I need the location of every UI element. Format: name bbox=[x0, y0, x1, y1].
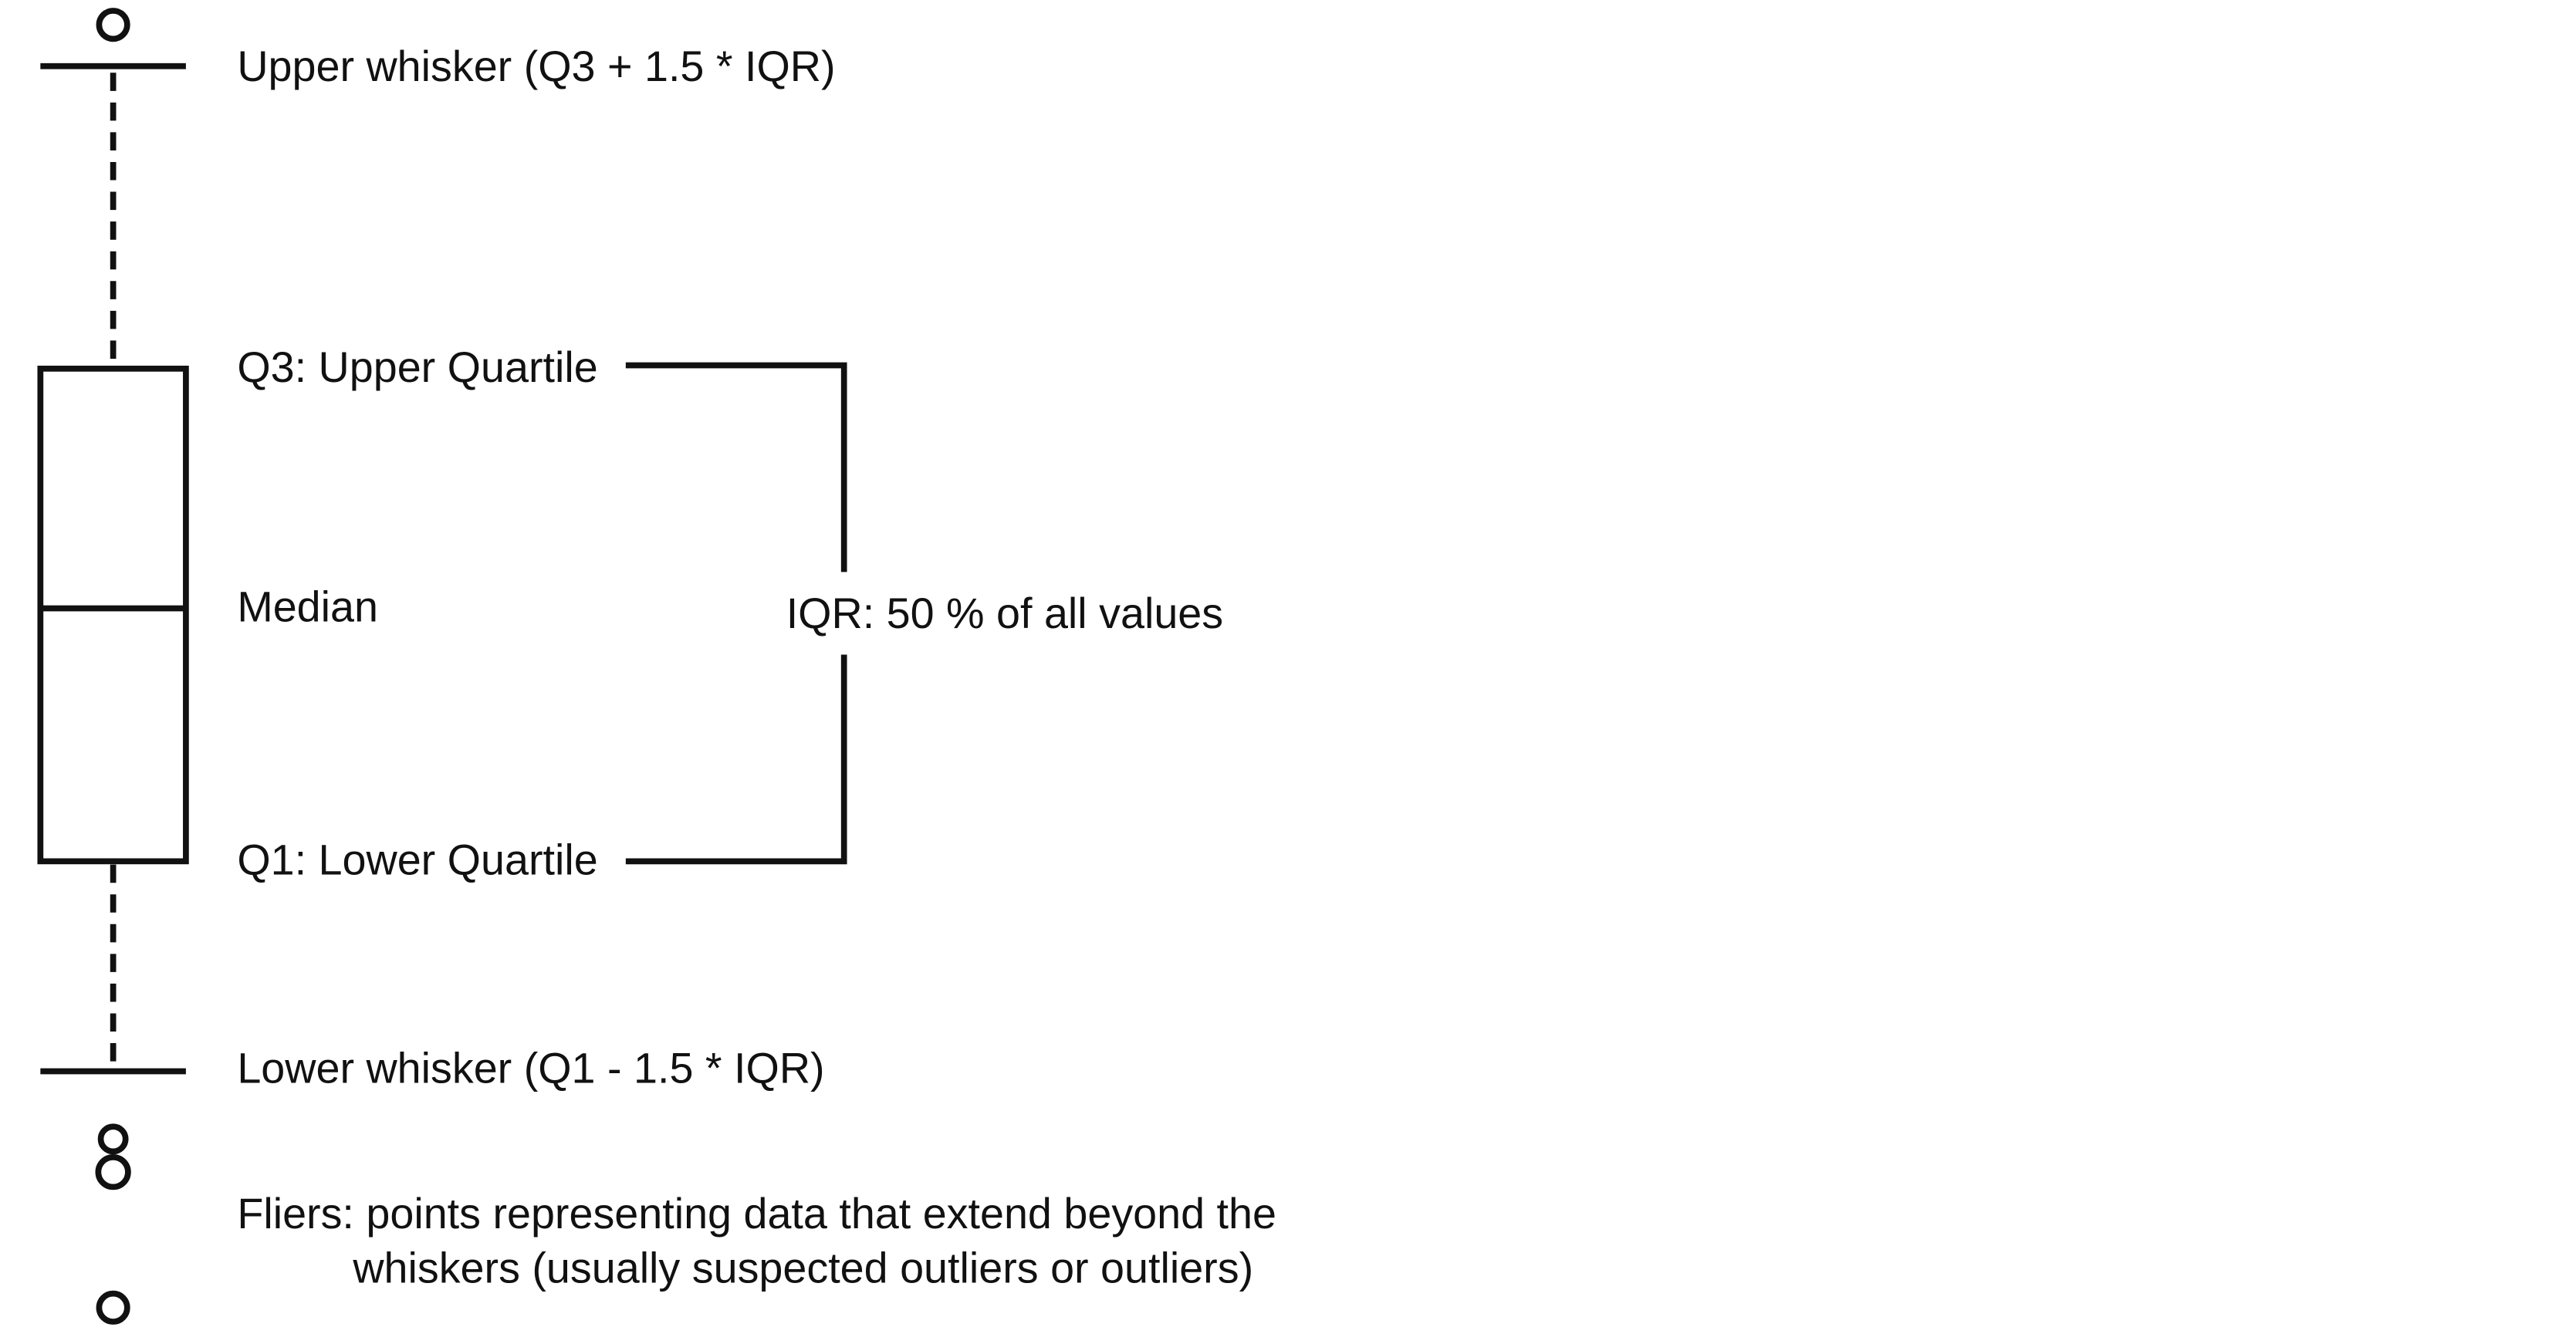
upper-flier-point bbox=[96, 8, 130, 42]
iqr-bracket-bottom bbox=[625, 654, 847, 865]
upper-whisker-label: Upper whisker (Q3 + 1.5 * IQR) bbox=[237, 42, 835, 90]
q1-label: Q1: Lower Quartile bbox=[237, 836, 597, 883]
lower-flier-point bbox=[95, 1154, 131, 1190]
fliers-description-line-2: whiskers (usually suspected outliers or … bbox=[352, 1244, 1253, 1292]
q3-label: Q3: Upper Quartile bbox=[237, 343, 597, 391]
fliers-description-line-1: Fliers: points representing data that ex… bbox=[237, 1190, 1276, 1238]
iqr-bracket-top bbox=[625, 362, 847, 572]
median-label: Median bbox=[237, 583, 378, 631]
iqr-label: IQR: 50 % of all values bbox=[786, 589, 1223, 637]
iqr-box bbox=[37, 365, 189, 865]
lower-flier-point bbox=[96, 1290, 130, 1325]
lower-whisker-label: Lower whisker (Q1 - 1.5 * IQR) bbox=[237, 1044, 824, 1092]
lower-flier-point bbox=[97, 1123, 129, 1155]
